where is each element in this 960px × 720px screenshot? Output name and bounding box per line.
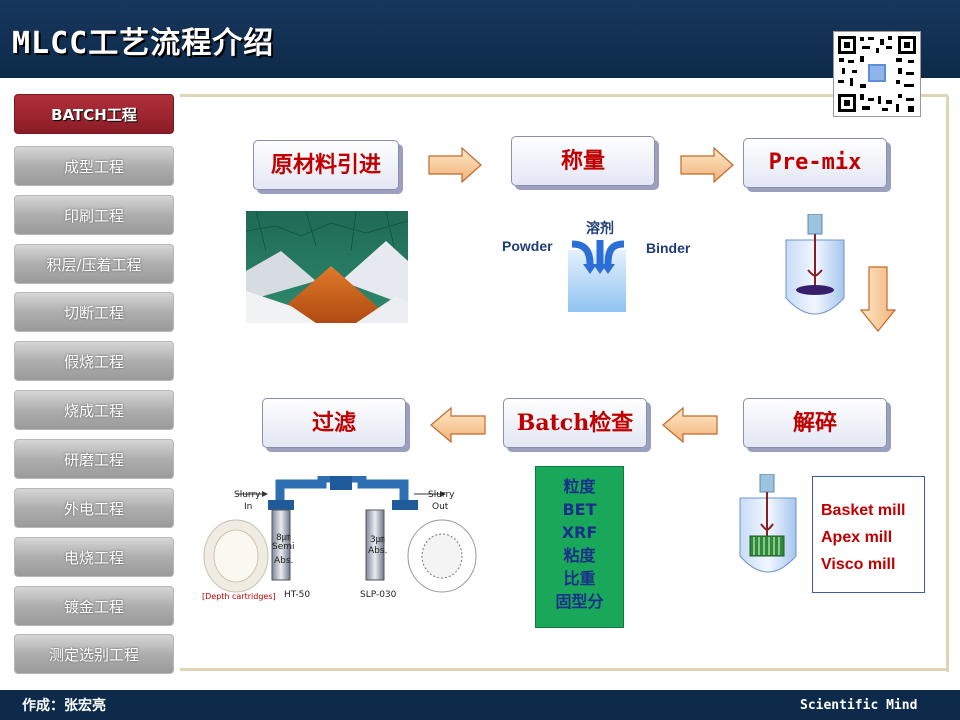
label-depth-cartridges: [Depth cartridges] [202, 592, 276, 601]
sidebar-item-forming[interactable]: 成型工程 [14, 146, 174, 186]
sidebar-item-stacking[interactable]: 积层/压着工程 [14, 244, 174, 284]
qr-code-image [834, 32, 920, 116]
batch-check-items-box: 粒度 BET XRF 粘度 比重 固型分 [535, 466, 624, 628]
sidebar-item-testing[interactable]: 测定选别工程 [14, 634, 174, 674]
sidebar-item-termination[interactable]: 外电工程 [14, 488, 174, 528]
check-item: 比重 [563, 569, 596, 588]
divider-right [946, 96, 949, 672]
mill-item: Apex mill [821, 529, 893, 546]
check-item: 粒度 [563, 477, 596, 496]
check-item: 粘度 [563, 546, 596, 565]
label-filter1-abs: Abs. [274, 556, 294, 566]
footer-bar: 作成：张宏亮 Scientific Mind [0, 690, 960, 720]
check-item: XRF [561, 523, 598, 542]
step-weighing[interactable]: 称量 [511, 136, 655, 186]
step-batch-check[interactable]: Batch检查 [503, 398, 647, 448]
footer-brand: Scientific Mind [800, 698, 918, 713]
arrow-left-icon [430, 407, 486, 443]
footer-author: 作成：张宏亮 [22, 698, 106, 714]
arrow-left-icon [662, 407, 718, 443]
label-in: In [244, 502, 253, 512]
label-filter1-rating: 8㎛ [276, 533, 291, 543]
step-filtering[interactable]: 过滤 [262, 398, 406, 448]
arrow-down-icon [860, 266, 896, 332]
sidebar-item-batch[interactable]: BATCH工程 [14, 94, 174, 134]
header-bar: MLCC工艺流程介绍 [0, 0, 960, 78]
sidebar-item-plating[interactable]: 镀金工程 [14, 586, 174, 626]
step-raw-material[interactable]: 原材料引进 [253, 140, 399, 190]
arrow-right-icon [428, 147, 482, 183]
label-filter2-abs: Abs. [368, 546, 388, 556]
label-solvent: 溶剂 [586, 220, 614, 236]
label-out: Out [432, 502, 449, 512]
raw-material-photo [246, 211, 408, 323]
sidebar-item-firing[interactable]: 电烧工程 [14, 537, 174, 577]
label-filter2-rating: 3㎛ [370, 535, 385, 545]
label-binder: Binder [646, 240, 691, 256]
sidebar-item-printing[interactable]: 印刷工程 [14, 195, 174, 235]
weighing-graphic: Powder 溶剂 Binder [498, 214, 698, 316]
mill-types-box: Basket mill Apex mill Visco mill [812, 476, 925, 593]
label-filter1-type: Semi [272, 542, 295, 552]
sidebar-item-calcining[interactable]: 假烧工程 [14, 341, 174, 381]
label-slurry-in: Slurry [234, 490, 261, 500]
sidebar-item-sintering[interactable]: 烧成工程 [14, 390, 174, 430]
label-slurry-out: Slurry [428, 490, 455, 500]
sidebar-item-grinding[interactable]: 研磨工程 [14, 439, 174, 479]
mixer-tank-icon [785, 214, 845, 315]
mill-item: Basket mill [821, 502, 906, 519]
check-item: 固型分 [555, 592, 604, 611]
check-item: BET [562, 500, 597, 519]
filter-assembly-graphic: Slurry In Slurry Out 8㎛ Semi Abs. 3㎛ Abs… [196, 476, 480, 604]
sidebar-item-cutting[interactable]: 切断工程 [14, 292, 174, 332]
arrow-right-icon [680, 147, 734, 183]
mill-tank-icon [739, 474, 797, 573]
label-powder: Powder [502, 238, 553, 254]
mill-item: Visco mill [821, 556, 896, 573]
step-premix[interactable]: Pre-mix [743, 138, 887, 188]
label-model-ht50: HT-50 [284, 590, 311, 600]
label-model-slp030: SLP-030 [360, 590, 397, 600]
step-crushing[interactable]: 解碎 [743, 398, 887, 448]
page-title: MLCC工艺流程介绍 [12, 26, 275, 61]
divider-bottom [180, 668, 948, 671]
divider-top [180, 94, 948, 97]
